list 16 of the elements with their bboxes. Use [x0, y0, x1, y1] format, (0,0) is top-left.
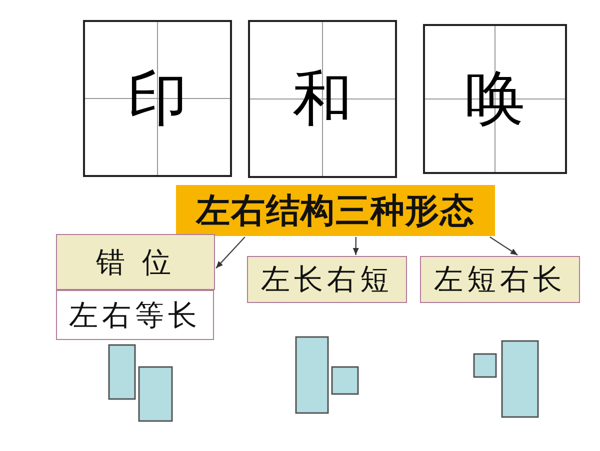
label-text: 错 位 [96, 248, 176, 276]
character: 唤 [465, 69, 525, 129]
label-text: 左右等长 [69, 300, 201, 330]
label-text: 左长右短 [261, 265, 393, 294]
category-box [56, 234, 215, 290]
character: 和 [292, 69, 352, 129]
label-text: 左短右长 [434, 265, 566, 294]
category-box [247, 256, 407, 303]
category-box [56, 290, 214, 340]
category-box [420, 256, 580, 303]
character: 印 [128, 68, 188, 128]
arrow [490, 236, 518, 256]
title-banner [176, 185, 495, 236]
label-text: 左右结构三种形态 [196, 194, 475, 228]
arrow [352, 237, 359, 255]
arrow [216, 236, 246, 269]
